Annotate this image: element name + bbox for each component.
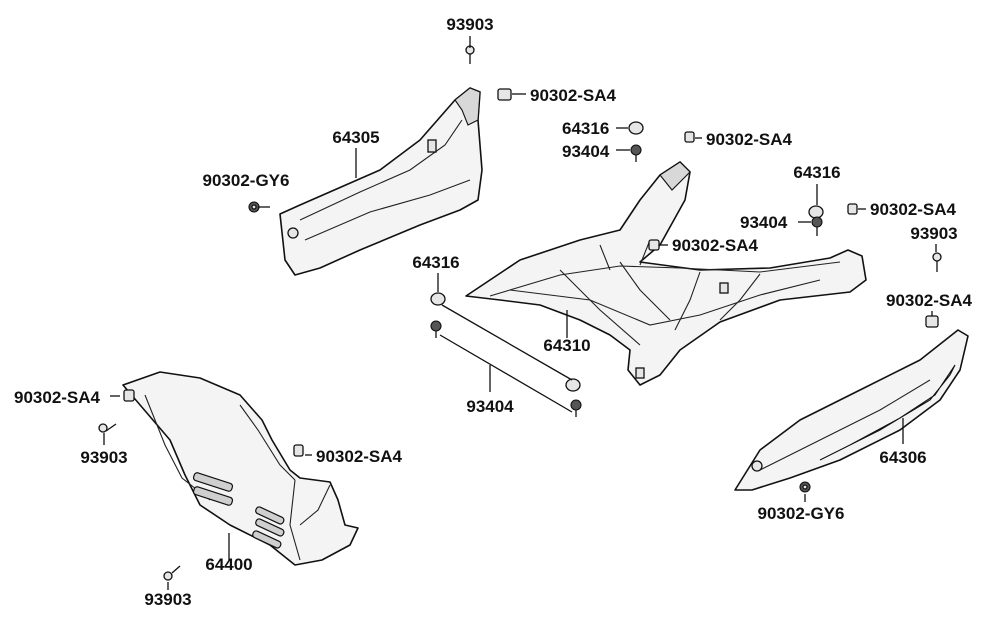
nut-gy6-icon <box>248 201 260 213</box>
screw-icon <box>465 45 475 64</box>
nut-icon <box>648 239 660 251</box>
label-nut-gy6: 90302-GY6 <box>203 171 290 190</box>
label-top-left-panel: 64305 <box>332 128 379 147</box>
side-panel-left <box>279 87 483 276</box>
label-bolt: 93404 <box>740 213 788 232</box>
label-floor-board: 64310 <box>543 336 590 355</box>
bolt-icon <box>430 320 442 338</box>
label-screw: 93903 <box>446 15 493 34</box>
label-screw: 93903 <box>144 590 191 609</box>
bolt-icon <box>630 144 642 162</box>
label-lower-cover: 64400 <box>205 555 252 574</box>
nut-icon <box>684 131 695 143</box>
label-bolt: 93404 <box>466 397 514 416</box>
label-nut-sa4: 90302-SA4 <box>886 291 973 310</box>
lower-cover <box>122 371 359 566</box>
screw-icon <box>163 565 181 581</box>
label-rubber-pad: 64316 <box>562 119 609 138</box>
label-rubber-pad: 64316 <box>793 163 840 182</box>
label-nut-sa4: 90302-SA4 <box>316 447 403 466</box>
label-nut-sa4: 90302-SA4 <box>672 236 759 255</box>
label-bolt: 93404 <box>562 142 610 161</box>
nut-icon <box>925 315 939 328</box>
nut-icon <box>497 88 512 101</box>
label-nut-sa4: 90302-SA4 <box>870 200 957 219</box>
label-screw: 93903 <box>80 448 127 467</box>
rubber-pad-icon <box>808 205 824 219</box>
screw-icon <box>932 252 942 272</box>
label-screw: 93903 <box>910 224 957 243</box>
rubber-pad-icon <box>430 292 446 306</box>
nut-gy6-icon <box>799 481 811 493</box>
label-nut-sa4: 90302-SA4 <box>530 86 617 105</box>
bolt-icon <box>811 216 823 236</box>
label-nut-sa4: 90302-SA4 <box>706 130 793 149</box>
label-nut-sa4: 90302-SA4 <box>14 388 101 407</box>
nut-icon <box>123 389 135 402</box>
screw-icon <box>98 423 117 433</box>
rubber-pad-icon <box>628 121 644 135</box>
side-panel-right <box>734 329 969 491</box>
bolt-icon <box>570 399 582 417</box>
label-top-right-panel: 64306 <box>879 448 926 467</box>
rubber-pad-icon <box>565 378 581 392</box>
leader-lines <box>103 36 937 590</box>
nut-icon <box>293 444 304 457</box>
floor-board <box>465 161 867 386</box>
label-nut-gy6: 90302-GY6 <box>758 504 845 523</box>
nut-icon <box>847 203 858 215</box>
label-rubber-pad: 64316 <box>412 253 459 272</box>
